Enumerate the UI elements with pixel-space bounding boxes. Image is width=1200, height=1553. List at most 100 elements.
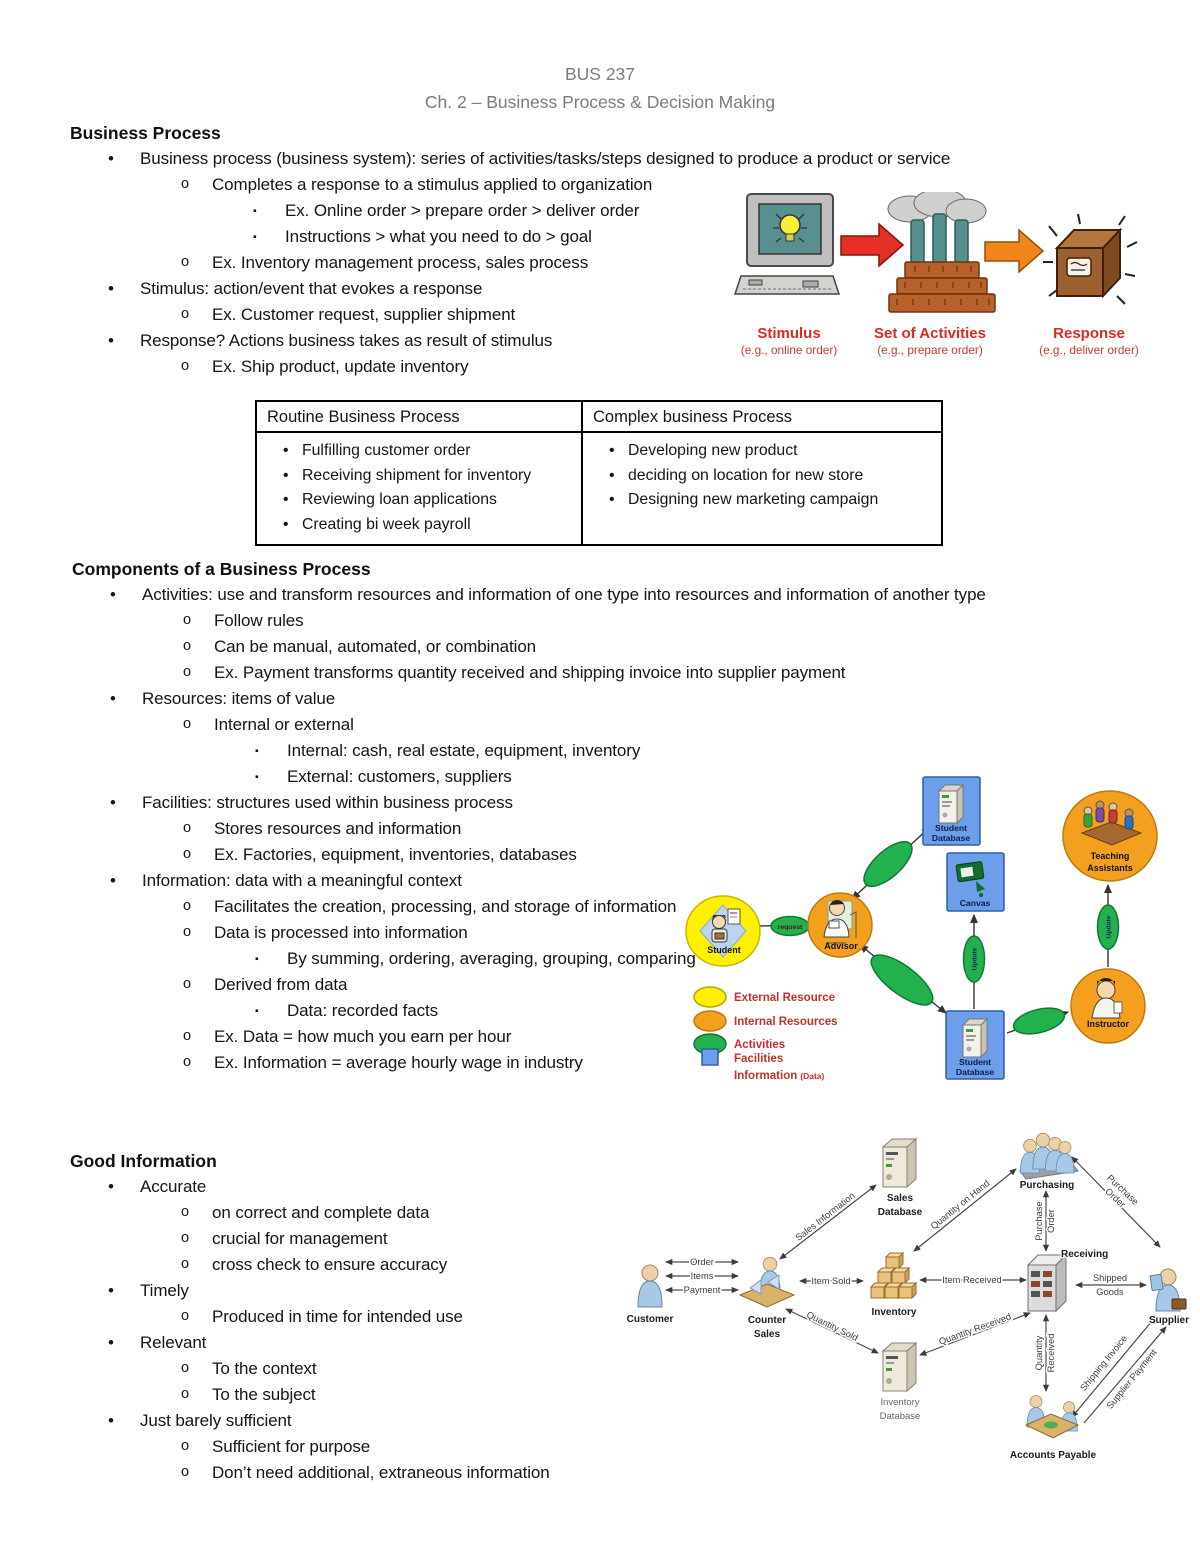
process-comparison-table: Routine Business Process Complex busines… [255,400,943,546]
edge-purchase-order-diagonal: PurchaseOrder [1097,1173,1140,1215]
student-database-top-node: Student Database [922,776,981,846]
good-information-list: Accurate on correct and complete data cr… [70,1174,690,1486]
section-heading: Components of a Business Process [72,559,371,579]
edge-shipped-goods: Shipped [1093,1273,1127,1283]
update-canvas-label: Update [972,947,979,970]
note-item: cross check to ensure accuracy [70,1251,690,1278]
purchasing-label: Purchasing [1020,1180,1074,1191]
activities-label: Set of Activities [874,325,986,342]
note-item: Follow rules [72,607,1152,634]
table-body-row: Fulfilling customer order Receiving ship… [257,433,941,544]
svg-text:Order: Order [1046,1209,1056,1233]
svg-text:Assistants: Assistants [1087,863,1133,873]
note-item: Stimulus: action/event that evokes a res… [70,276,1150,302]
package-icon [1043,213,1138,305]
good-information-section: Good Information Accurate on correct and… [70,1148,690,1486]
doc-header: BUS 237 Ch. 2 – Business Process & Decis… [0,60,1200,116]
note-item: Activities: use and transform resources … [72,582,1152,608]
note-item: Ex. Information = average hourly wage in… [72,1049,1152,1076]
legend-internal-label: Internal Resources [734,1016,838,1028]
accounts-payable-label: Accounts Payable [1010,1450,1097,1461]
teaching-assistants-clipart-icon [1080,800,1143,846]
diagram-legend: External Resource Internal Resources Act… [693,986,838,1082]
note-item: Ex. Online order > prepare order > deliv… [70,198,1150,224]
legend-facilities-swatch [701,1048,719,1066]
instructor-node: Instructor [1070,968,1146,1044]
business-process-section: Business Process Business process (busin… [70,120,1150,380]
inventory-database-label: Inventory [880,1397,919,1408]
sales-database-node: Sales Database [877,1138,924,1219]
inventory-label: Inventory [871,1307,916,1318]
stimulus-label: Stimulus [757,325,820,342]
note-item: Derived from data [72,971,1152,998]
edge-purchase-order-vertical: Purchase [1034,1201,1044,1240]
svg-text:Goods: Goods [1096,1287,1124,1297]
note-item: Ex. Factories, equipment, inventories, d… [72,841,1152,868]
svg-text:Database: Database [880,1411,921,1422]
activity-shapes: request Update Update [770,840,1120,1035]
flow-edges [665,1156,1167,1424]
table-header-complex: Complex business Process [593,408,792,426]
counter-sales-node: Counter Sales [738,1256,796,1341]
advisor-clipart-icon [823,900,857,944]
table-row: Fulfilling customer order [257,439,581,464]
table-row: deciding on location for new store [583,464,941,489]
stimulus-diagram: Stimulus (e.g., online order) Set of Act… [733,188,1165,360]
svg-text:Database: Database [878,1207,923,1218]
accounts-payable-node: Accounts Payable [1009,1395,1098,1462]
edge-quantity-sold: Quantity Sold [805,1310,860,1343]
edge-quantity-on-hand: Quantity on Hand [929,1178,992,1231]
counter-desk-icon [738,1283,796,1308]
arrow-right-icon [840,222,905,268]
edge-item-sold: Item Sold [811,1276,850,1286]
note-item: Information: data with a meaningful cont… [72,868,1152,894]
server-icon [938,784,964,824]
note-item: By summing, ordering, averaging, groupin… [72,946,885,972]
edge-item-received: Item Received [942,1275,1001,1285]
legend-activities-label: Activities [734,1039,785,1051]
components-list: Activities: use and transform resources … [72,582,1152,1076]
factory-icon [887,188,996,313]
course-code: BUS 237 [564,64,636,84]
chapter-title: Ch. 2 – Business Process & Decision Maki… [424,92,776,112]
note-item: Data: recorded facts [72,998,1152,1024]
advising-diagram-svg: request Update Update Student Advisor [685,776,1158,1082]
note-item: Relevant [70,1330,690,1356]
note-item: To the subject [70,1381,690,1408]
table-row: Designing new marketing campaign [583,488,941,513]
arrow-right-icon [984,228,1045,274]
teaching-assistants-node: Teaching Assistants [1062,790,1158,882]
instructor-label: Instructor [1087,1019,1130,1029]
note-item: Ex. Inventory management process, sales … [70,249,1150,276]
section-heading: Good Information [70,1151,217,1171]
note-item: To the context [70,1355,690,1382]
stimulus-diagram-svg: Stimulus (e.g., online order) Set of Act… [733,188,1139,357]
customer-node: Customer [625,1264,675,1326]
note-item: Produced in time for intended use [70,1303,690,1330]
table-row: Reviewing loan applications [257,488,581,513]
canvas-icon [955,861,985,898]
sales-flow-diagram: Order Items Payment Sales Information It… [620,1125,1200,1490]
student-node: Student [685,895,761,967]
computer-icon [733,193,841,295]
note-item: Ex. Data = how much you earn per hour [72,1023,1152,1050]
legend-information-label: Information(Data) [734,1070,825,1082]
sales-database-label: Sales [887,1193,914,1204]
canvas-node: Canvas [946,852,1005,912]
sales-database-icon [882,1138,917,1188]
business-process-list: Business process (business system): seri… [70,146,1150,380]
edge-quantity-received-vertical: Quantity [1034,1335,1044,1370]
note-item: Data is processed into information [72,919,1152,946]
counter-sales-label: Counter [748,1315,786,1326]
server-icon [962,1018,988,1058]
edge-quantity-received-diagonal: Quantity Received [938,1311,1013,1346]
request-activity-label: request [778,924,803,931]
note-item: Instructions > what you need to do > goa… [70,224,1150,250]
supplier-label: Supplier [1149,1315,1189,1326]
student-database-bottom-node: Student Database [945,1010,1005,1080]
components-section: Components of a Business Process Activit… [72,556,1152,1076]
edge-sales-information: Sales Information [794,1190,857,1242]
table-cell-complex: Developing new product deciding on locat… [583,433,941,544]
advisor-label: Advisor [824,941,858,951]
